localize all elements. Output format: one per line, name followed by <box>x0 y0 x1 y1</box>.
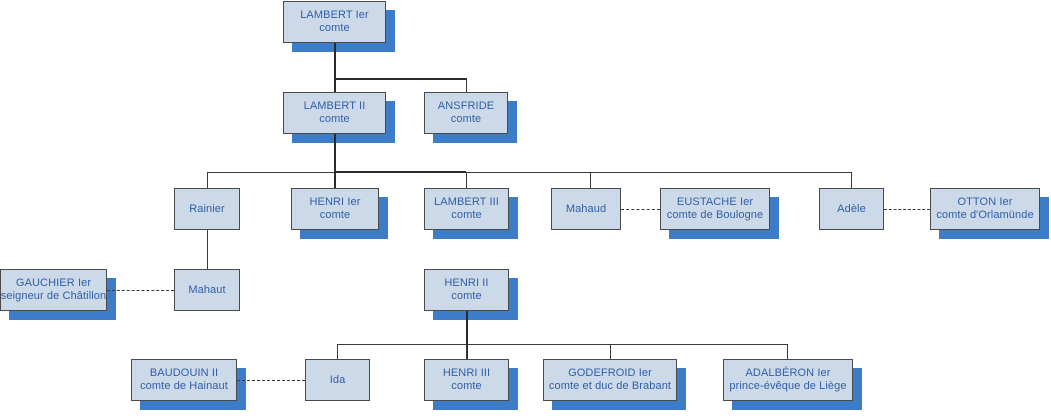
node-title: comte <box>450 113 482 125</box>
node-name: Adèle <box>837 202 866 215</box>
node-title: comte <box>451 209 482 221</box>
node-title: comte <box>319 113 350 125</box>
node-title: comte <box>319 22 350 34</box>
node-title: comte <box>451 380 482 392</box>
node-name: HENRI III <box>442 367 491 379</box>
node-name: Mahaud <box>565 202 607 215</box>
connector-lambert2-stub <box>334 78 336 92</box>
node-title: comte de Hainaut <box>140 380 228 392</box>
node-name: GAUCHIER Ier <box>15 277 92 289</box>
node-title: comte et duc de Brabant <box>548 380 672 392</box>
node-name: ADALBÉRON Ier <box>745 367 831 379</box>
node-name: ANSFRIDE <box>437 100 495 112</box>
connector-adalberon-stub <box>787 344 788 359</box>
connector-lambert2-down <box>334 134 336 172</box>
node-name: Rainier <box>189 202 225 215</box>
connector-lambert2-children-bar-left <box>334 171 466 173</box>
node-title: prince-évêque de Liège <box>729 380 847 392</box>
connector-henri2-down <box>466 311 468 359</box>
connector-mahaud-stub <box>590 172 591 188</box>
node-name: LAMBERT II <box>303 100 366 112</box>
connector-godefroid-stub <box>610 344 611 359</box>
connector-ida-stub <box>337 344 338 359</box>
connector-lambert1-down <box>334 43 336 78</box>
connector-henri3-stub <box>466 344 467 359</box>
node-name: HENRI II <box>444 277 489 289</box>
node-name: BAUDOUIN II <box>149 367 219 379</box>
node-adele[interactable]: Adèle <box>819 188 884 230</box>
node-name: Ida <box>329 373 346 386</box>
marriage-link-mahaud-eustache <box>621 209 660 210</box>
marriage-link-gauchier-mahaut <box>107 290 174 291</box>
node-name: GODEFROID Ier <box>568 367 652 379</box>
node-title: comte <box>451 290 482 302</box>
node-name: LAMBERT III <box>434 196 499 208</box>
connector-henri1-stub <box>334 172 336 188</box>
node-name: EUSTACHE Ier <box>676 196 754 208</box>
marriage-link-adele-otton <box>884 209 930 210</box>
node-name: LAMBERT Ier <box>300 9 369 21</box>
connector-rainier-stub <box>207 172 208 188</box>
connector-henri2-children-bar <box>337 344 787 345</box>
node-title: comte de Boulogne <box>666 209 764 221</box>
node-mahaud[interactable]: Mahaud <box>551 188 621 230</box>
node-rainier[interactable]: Rainier <box>174 188 240 230</box>
node-title: seigneur de Châtillon <box>0 290 107 302</box>
connector-rainier-to-mahaut <box>207 230 208 269</box>
connector-lambert1-children-bar <box>334 78 466 80</box>
node-mahaut[interactable]: Mahaut <box>174 269 240 311</box>
marriage-link-baudouin-ida <box>237 380 305 381</box>
connector-lambert2-children-bar <box>207 172 851 173</box>
node-name: Mahaut <box>188 283 226 296</box>
connector-adele-stub <box>851 172 852 188</box>
connector-ansfride-stub <box>466 78 467 92</box>
node-title: comte d'Orlamünde <box>936 209 1034 221</box>
connector-lambert3-stub <box>466 172 467 188</box>
node-name: OTTON Ier <box>957 196 1013 208</box>
node-ida[interactable]: Ida <box>305 359 370 401</box>
node-title: comte <box>319 209 351 221</box>
node-name: HENRI Ier <box>309 196 361 208</box>
